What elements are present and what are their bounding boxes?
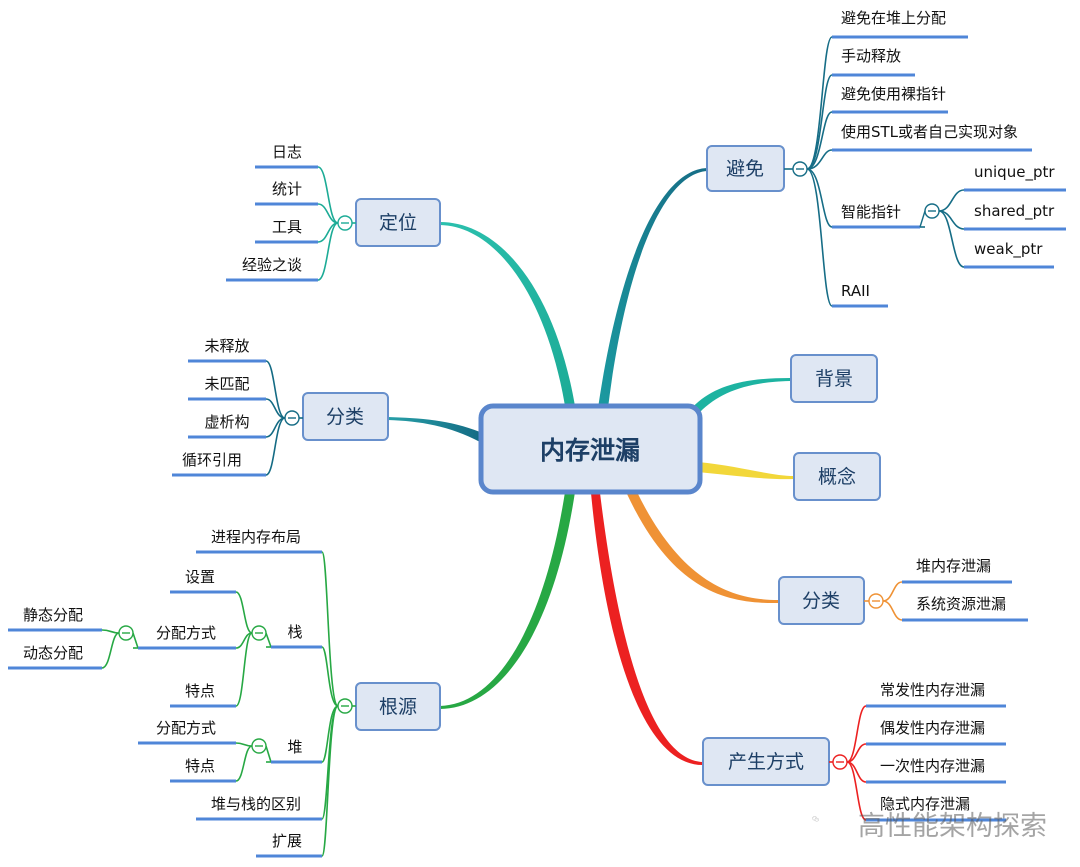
avoid-item-manual-release[interactable]: 手动释放 (841, 47, 901, 65)
root-items: 进程内存布局 栈 设置 分配方式 特点 静态分配 动态分配 堆 分配方式 特点 … (8, 528, 322, 858)
branch-category-right (627, 492, 778, 604)
topic-background-label: 背景 (815, 368, 853, 390)
heap-vs-stack-item[interactable]: 堆与栈的区别 (211, 795, 301, 813)
topic-concept[interactable]: 概念 (793, 452, 881, 501)
one-time-leak-item[interactable]: 一次性内存泄漏 (880, 757, 985, 775)
topic-category-right-label: 分类 (802, 590, 840, 612)
occurrence-collapse-toggle[interactable] (832, 754, 848, 770)
branch-background (690, 378, 790, 412)
mismatch-item[interactable]: 未匹配 (204, 375, 249, 393)
topic-category-right[interactable]: 分类 (778, 576, 865, 625)
branch-root (440, 492, 575, 709)
topic-occurrence[interactable]: 产生方式 (702, 737, 830, 786)
occasional-leak-item[interactable]: 偶发性内存泄漏 (880, 719, 985, 737)
category-right-items: 堆内存泄漏 系统资源泄漏 (902, 557, 1028, 622)
branch-category-left (388, 417, 480, 442)
topic-category-left[interactable]: 分类 (302, 392, 389, 441)
heap-allocation-item[interactable]: 分配方式 (156, 719, 216, 737)
statistics-item[interactable]: 统计 (272, 180, 302, 198)
avoid-collapse-toggle[interactable] (792, 161, 808, 177)
topic-root[interactable]: 根源 (355, 682, 441, 731)
locate-collapse-toggle[interactable] (337, 215, 353, 231)
topic-locate-label: 定位 (379, 212, 417, 234)
heap-collapse-toggle[interactable] (251, 738, 267, 754)
occurrence-connectors (829, 705, 867, 821)
heap-item[interactable]: 堆 (287, 738, 302, 756)
smart-pointer-collapse-toggle[interactable] (924, 203, 940, 219)
stack-item[interactable]: 栈 (287, 623, 302, 641)
heap-leak-item[interactable]: 堆内存泄漏 (916, 557, 991, 575)
topic-category-left-label: 分类 (326, 406, 364, 428)
avoid-item-heap[interactable]: 避免在堆上分配 (841, 9, 946, 27)
center-label: 内存泄漏 (540, 436, 640, 465)
topic-locate[interactable]: 定位 (355, 198, 441, 247)
watermark-text: 高性能架构探索 (858, 811, 1047, 842)
stack-collapse-toggle[interactable] (251, 625, 267, 641)
wechat-logo-icon (812, 816, 819, 822)
category-right-connectors (864, 581, 903, 621)
not-released-item[interactable]: 未释放 (204, 337, 249, 355)
category-right-collapse-toggle[interactable] (868, 593, 884, 609)
weak-ptr-item[interactable]: weak_ptr (974, 240, 1043, 259)
stack-allocation-collapse-toggle[interactable] (118, 625, 134, 641)
smart-pointer-items: unique_ptr shared_ptr weak_ptr (964, 163, 1066, 269)
topic-occurrence-label: 产生方式 (728, 751, 804, 773)
avoid-items: 避免在堆上分配 手动释放 避免使用裸指针 使用STL或者自己实现对象 智能指针 … (832, 9, 1032, 308)
topic-avoid-label: 避免 (726, 158, 764, 180)
avoid-item-smart-pointer[interactable]: 智能指针 (841, 203, 901, 221)
topic-concept-label: 概念 (818, 465, 856, 488)
unique-ptr-item[interactable]: unique_ptr (974, 163, 1055, 182)
locate-connectors (317, 166, 356, 281)
avoid-item-stl[interactable]: 使用STL或者自己实现对象 (841, 123, 1018, 141)
frequent-leak-item[interactable]: 常发性内存泄漏 (880, 681, 985, 699)
extension-item[interactable]: 扩展 (272, 832, 302, 850)
branch-locate (440, 222, 575, 406)
static-allocation-item[interactable]: 静态分配 (23, 606, 83, 624)
virtual-destructor-item[interactable]: 虚析构 (204, 413, 249, 431)
stack-settings-item[interactable]: 设置 (185, 568, 215, 586)
tools-item[interactable]: 工具 (272, 218, 302, 236)
circular-reference-item[interactable]: 循环引用 (182, 451, 242, 469)
avoid-connectors (784, 36, 965, 307)
stack-allocation-item[interactable]: 分配方式 (156, 624, 216, 642)
dynamic-allocation-item[interactable]: 动态分配 (23, 644, 83, 662)
stack-features-item[interactable]: 特点 (185, 682, 215, 700)
implicit-leak-item[interactable]: 隐式内存泄漏 (880, 795, 970, 813)
branch-concept (698, 462, 794, 480)
process-memory-layout-item[interactable]: 进程内存布局 (211, 528, 301, 546)
category-left-items: 未释放 未匹配 虚析构 循环引用 (172, 337, 266, 477)
avoid-item-raii[interactable]: RAII (841, 282, 870, 300)
category-left-collapse-toggle[interactable] (284, 410, 300, 426)
heap-features-item[interactable]: 特点 (185, 757, 215, 775)
occurrence-items: 常发性内存泄漏 偶发性内存泄漏 一次性内存泄漏 隐式内存泄漏 (866, 681, 1006, 822)
topic-avoid[interactable]: 避免 (706, 145, 785, 192)
avoid-item-raw-pointer[interactable]: 避免使用裸指针 (841, 85, 946, 103)
root-collapse-toggle[interactable] (337, 698, 353, 714)
topic-root-label: 根源 (379, 696, 417, 718)
root-connectors (101, 551, 356, 857)
branch-occurrence (591, 493, 703, 766)
main-branches (388, 168, 794, 766)
system-resource-leak-item[interactable]: 系统资源泄漏 (916, 595, 1006, 613)
shared-ptr-item[interactable]: shared_ptr (974, 202, 1055, 221)
branch-avoid (598, 168, 707, 408)
log-item[interactable]: 日志 (272, 143, 302, 161)
locate-items: 日志 统计 工具 经验之谈 (226, 143, 318, 282)
experience-item[interactable]: 经验之谈 (242, 256, 302, 274)
center-node[interactable]: 内存泄漏 (478, 403, 703, 495)
category-left-connectors (265, 360, 303, 476)
topic-background[interactable]: 背景 (790, 354, 878, 403)
